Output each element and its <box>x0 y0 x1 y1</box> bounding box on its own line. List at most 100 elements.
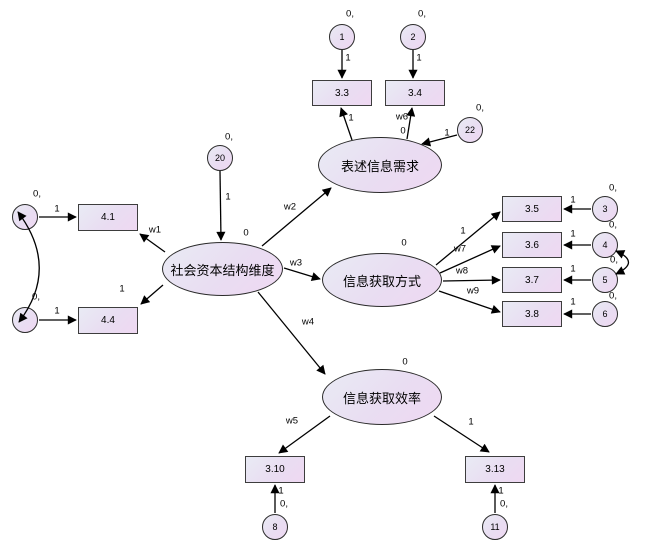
coef-e1-3-3: 1 <box>345 52 351 64</box>
mean-label-l2: 0 <box>400 125 406 137</box>
arrow-l3-to-3-5[interactable] <box>435 211 501 266</box>
coef-w9: w9 <box>466 285 480 297</box>
arrow-w3-l1-to-l3[interactable] <box>283 267 321 281</box>
arrow-e20-to-l1[interactable] <box>216 170 226 241</box>
mean-label-l3: 0 <box>401 237 407 249</box>
indicator-3-7[interactable]: 3.7 <box>502 267 562 293</box>
arrow-w2-l1-to-l2[interactable] <box>261 187 332 247</box>
error-term-22-label: 22 <box>464 125 475 135</box>
error-term-6-label: 6 <box>602 309 608 319</box>
error-term-11-label: 11 <box>490 522 500 532</box>
latent-info-acquire-efficiency[interactable]: 信息获取效率 <box>322 369 442 425</box>
error-term-1-label: 1 <box>339 32 345 42</box>
coef-e5-3-7: 1 <box>570 263 576 275</box>
error-term-5[interactable]: 5 <box>592 267 618 293</box>
variance-label-left-top: 0, <box>33 188 41 200</box>
variance-label-e5: 0, <box>610 254 618 266</box>
coef-l2-3-3: 1 <box>348 112 354 124</box>
coef-e11-3-13: 1 <box>498 485 504 497</box>
indicator-3-8[interactable]: 3.8 <box>502 301 562 327</box>
error-term-5-label: 5 <box>602 275 608 285</box>
variance-label-e4: 0, <box>609 219 617 231</box>
error-term-20-label: 20 <box>214 153 225 163</box>
coef-w1: w1 <box>148 224 162 236</box>
indicator-3-10[interactable]: 3.10 <box>245 456 305 483</box>
error-term-4[interactable]: 4 <box>592 232 618 258</box>
coef-e6-3-8: 1 <box>570 296 576 308</box>
variance-label-e6: 0, <box>609 290 617 302</box>
coef-errL2-4-4: 1 <box>54 305 60 317</box>
indicator-3-5[interactable]: 3.5 <box>502 196 562 222</box>
variance-label-e11: 0, <box>500 498 508 510</box>
arrow-l4-to-3-13[interactable] <box>433 415 490 453</box>
arrow-w4-l1-to-l4[interactable] <box>257 291 326 375</box>
error-term-3-label: 3 <box>602 204 608 214</box>
coef-w8: w8 <box>455 265 469 277</box>
indicator-3-4-label: 3.4 <box>408 87 422 99</box>
variance-label-e3: 0, <box>609 182 617 194</box>
arrow-e22-to-l2[interactable] <box>421 134 458 147</box>
coef-w3: w3 <box>289 257 303 269</box>
arrow-w1-l1-to-4-1[interactable] <box>139 233 166 253</box>
error-term-left-top[interactable] <box>12 204 38 230</box>
arrow-w7-l3-to-3-6[interactable] <box>439 245 501 274</box>
mean-label-l4: 0 <box>402 356 408 368</box>
error-term-20[interactable]: 20 <box>207 145 233 171</box>
indicator-3-5-label: 3.5 <box>525 203 539 215</box>
latent-express-info-need-label: 表述信息需求 <box>340 158 419 174</box>
indicator-3-6[interactable]: 3.6 <box>502 232 562 258</box>
error-term-left-bottom[interactable] <box>12 307 38 333</box>
coef-e8-3-10: 1 <box>278 485 284 497</box>
indicator-3-13[interactable]: 3.13 <box>465 456 525 483</box>
latent-social-capital-structure-label: 社会资本结构维度 <box>170 262 275 278</box>
coef-e3-3-5: 1 <box>570 194 576 206</box>
error-term-11[interactable]: 11 <box>482 514 508 540</box>
latent-info-acquire-method[interactable]: 信息获取方式 <box>322 253 442 307</box>
indicator-4-4[interactable]: 4.4 <box>78 307 138 334</box>
error-term-8-label: 8 <box>272 522 278 532</box>
latent-info-acquire-efficiency-label: 信息获取效率 <box>342 390 421 406</box>
coef-errL1-4-1: 1 <box>54 203 60 215</box>
indicator-4-4-label: 4.4 <box>101 315 115 326</box>
variance-label-left-bottom: 0, <box>32 291 40 303</box>
variance-label-e22: 0, <box>476 102 484 114</box>
error-term-2-label: 2 <box>410 32 416 42</box>
coef-l1-4-4: 1 <box>119 283 125 295</box>
indicator-3-7-label: 3.7 <box>525 274 539 286</box>
variance-label-e1: 0, <box>346 8 354 20</box>
variance-label-e2: 0, <box>418 8 426 20</box>
error-term-6[interactable]: 6 <box>592 301 618 327</box>
indicator-3-3-label: 3.3 <box>335 87 349 99</box>
mean-label-l1: 0 <box>243 227 249 239</box>
error-term-3[interactable]: 3 <box>592 196 618 222</box>
indicator-4-1[interactable]: 4.1 <box>78 204 138 231</box>
coef-e20-l1: 1 <box>225 191 231 203</box>
coef-e22-l2: 1 <box>444 127 450 139</box>
error-term-2[interactable]: 2 <box>400 24 426 50</box>
latent-express-info-need[interactable]: 表述信息需求 <box>318 137 442 193</box>
arrow-w8-l3-to-3-7[interactable] <box>442 275 501 285</box>
coef-w5: w5 <box>285 415 299 427</box>
error-term-22[interactable]: 22 <box>457 117 483 143</box>
error-term-4-label: 4 <box>602 240 608 250</box>
indicator-3-4[interactable]: 3.4 <box>385 80 445 106</box>
coef-e4-3-6: 1 <box>570 228 576 240</box>
arrow-l1-to-4-4[interactable] <box>140 284 164 305</box>
indicator-3-6-label: 3.6 <box>525 239 539 251</box>
coef-w4: w4 <box>301 316 315 328</box>
indicator-3-10-label: 3.10 <box>265 464 285 475</box>
coef-w7: w7 <box>453 243 467 255</box>
variance-label-e20: 0, <box>225 131 233 143</box>
variance-label-e8: 0, <box>280 498 288 510</box>
indicator-4-1-label: 4.1 <box>101 212 115 223</box>
error-term-8[interactable]: 8 <box>262 514 288 540</box>
indicator-3-8-label: 3.8 <box>525 308 539 320</box>
indicator-3-3[interactable]: 3.3 <box>312 80 372 106</box>
coef-l4-3-13: 1 <box>468 416 474 428</box>
coef-l3-3-5: 1 <box>460 225 466 237</box>
coef-w2: w2 <box>283 201 297 213</box>
latent-social-capital-structure[interactable]: 社会资本结构维度 <box>162 242 283 296</box>
coef-e2-3-4: 1 <box>416 52 422 64</box>
error-term-1[interactable]: 1 <box>329 24 355 50</box>
